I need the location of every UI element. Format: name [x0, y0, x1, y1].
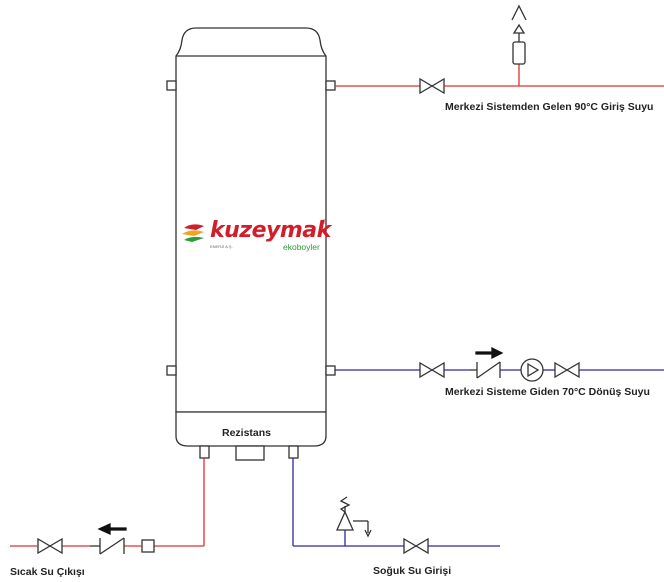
port-top-left	[166, 80, 177, 91]
return-label: Merkezi Sisteme Giden 70°C Dönüş Suyu	[445, 386, 650, 398]
outlet-flow-arrow-icon	[97, 522, 127, 536]
brand-tagline: ENERJİ A.Ş.	[210, 244, 233, 249]
supply-valve	[419, 77, 445, 95]
outlet-strainer	[141, 539, 155, 553]
cold-inlet-line	[292, 458, 500, 555]
brand-name: kuzeymak	[210, 218, 331, 243]
heater-compartment	[175, 411, 327, 447]
hot-outlet-label: Sıcak Su Çıkışı	[10, 566, 85, 578]
port-top-right	[325, 80, 336, 91]
outlet-valve	[37, 537, 63, 555]
outlet-check-valve	[90, 537, 125, 555]
air-vent	[512, 41, 526, 65]
brand-subtitle: ekoboyler	[283, 242, 320, 252]
bottom-port-left	[199, 445, 210, 459]
cold-inlet-label: Soğuk Su Girişi	[373, 565, 452, 577]
brand-logo: kuzeymak ® ENERJİ A.Ş. ekoboyler	[180, 218, 340, 258]
inlet-valve	[403, 537, 429, 555]
return-valve-1	[419, 361, 445, 379]
bottom-flange	[235, 445, 265, 461]
supply-label: Merkezi Sistemden Gelen 90°C Giriş Suyu	[445, 101, 654, 113]
hot-outlet-line	[10, 458, 205, 555]
storage-tank	[166, 27, 336, 461]
supply-line	[335, 4, 664, 95]
return-valve-2	[554, 361, 580, 379]
circulation-pump-icon	[520, 358, 544, 382]
port-mid-left	[166, 365, 177, 376]
return-check-valve	[470, 361, 501, 379]
safety-relief-valve-icon	[335, 496, 372, 538]
return-line	[335, 346, 664, 382]
bottom-port-right	[288, 445, 299, 459]
port-mid-right	[325, 365, 336, 376]
flow-direction-arrow-icon	[475, 346, 504, 360]
heater-label: Rezistans	[222, 427, 272, 439]
brand-trademark: ®	[322, 220, 327, 226]
air-vent-arrow-icon	[512, 23, 526, 34]
logo-mark-icon	[182, 224, 204, 242]
